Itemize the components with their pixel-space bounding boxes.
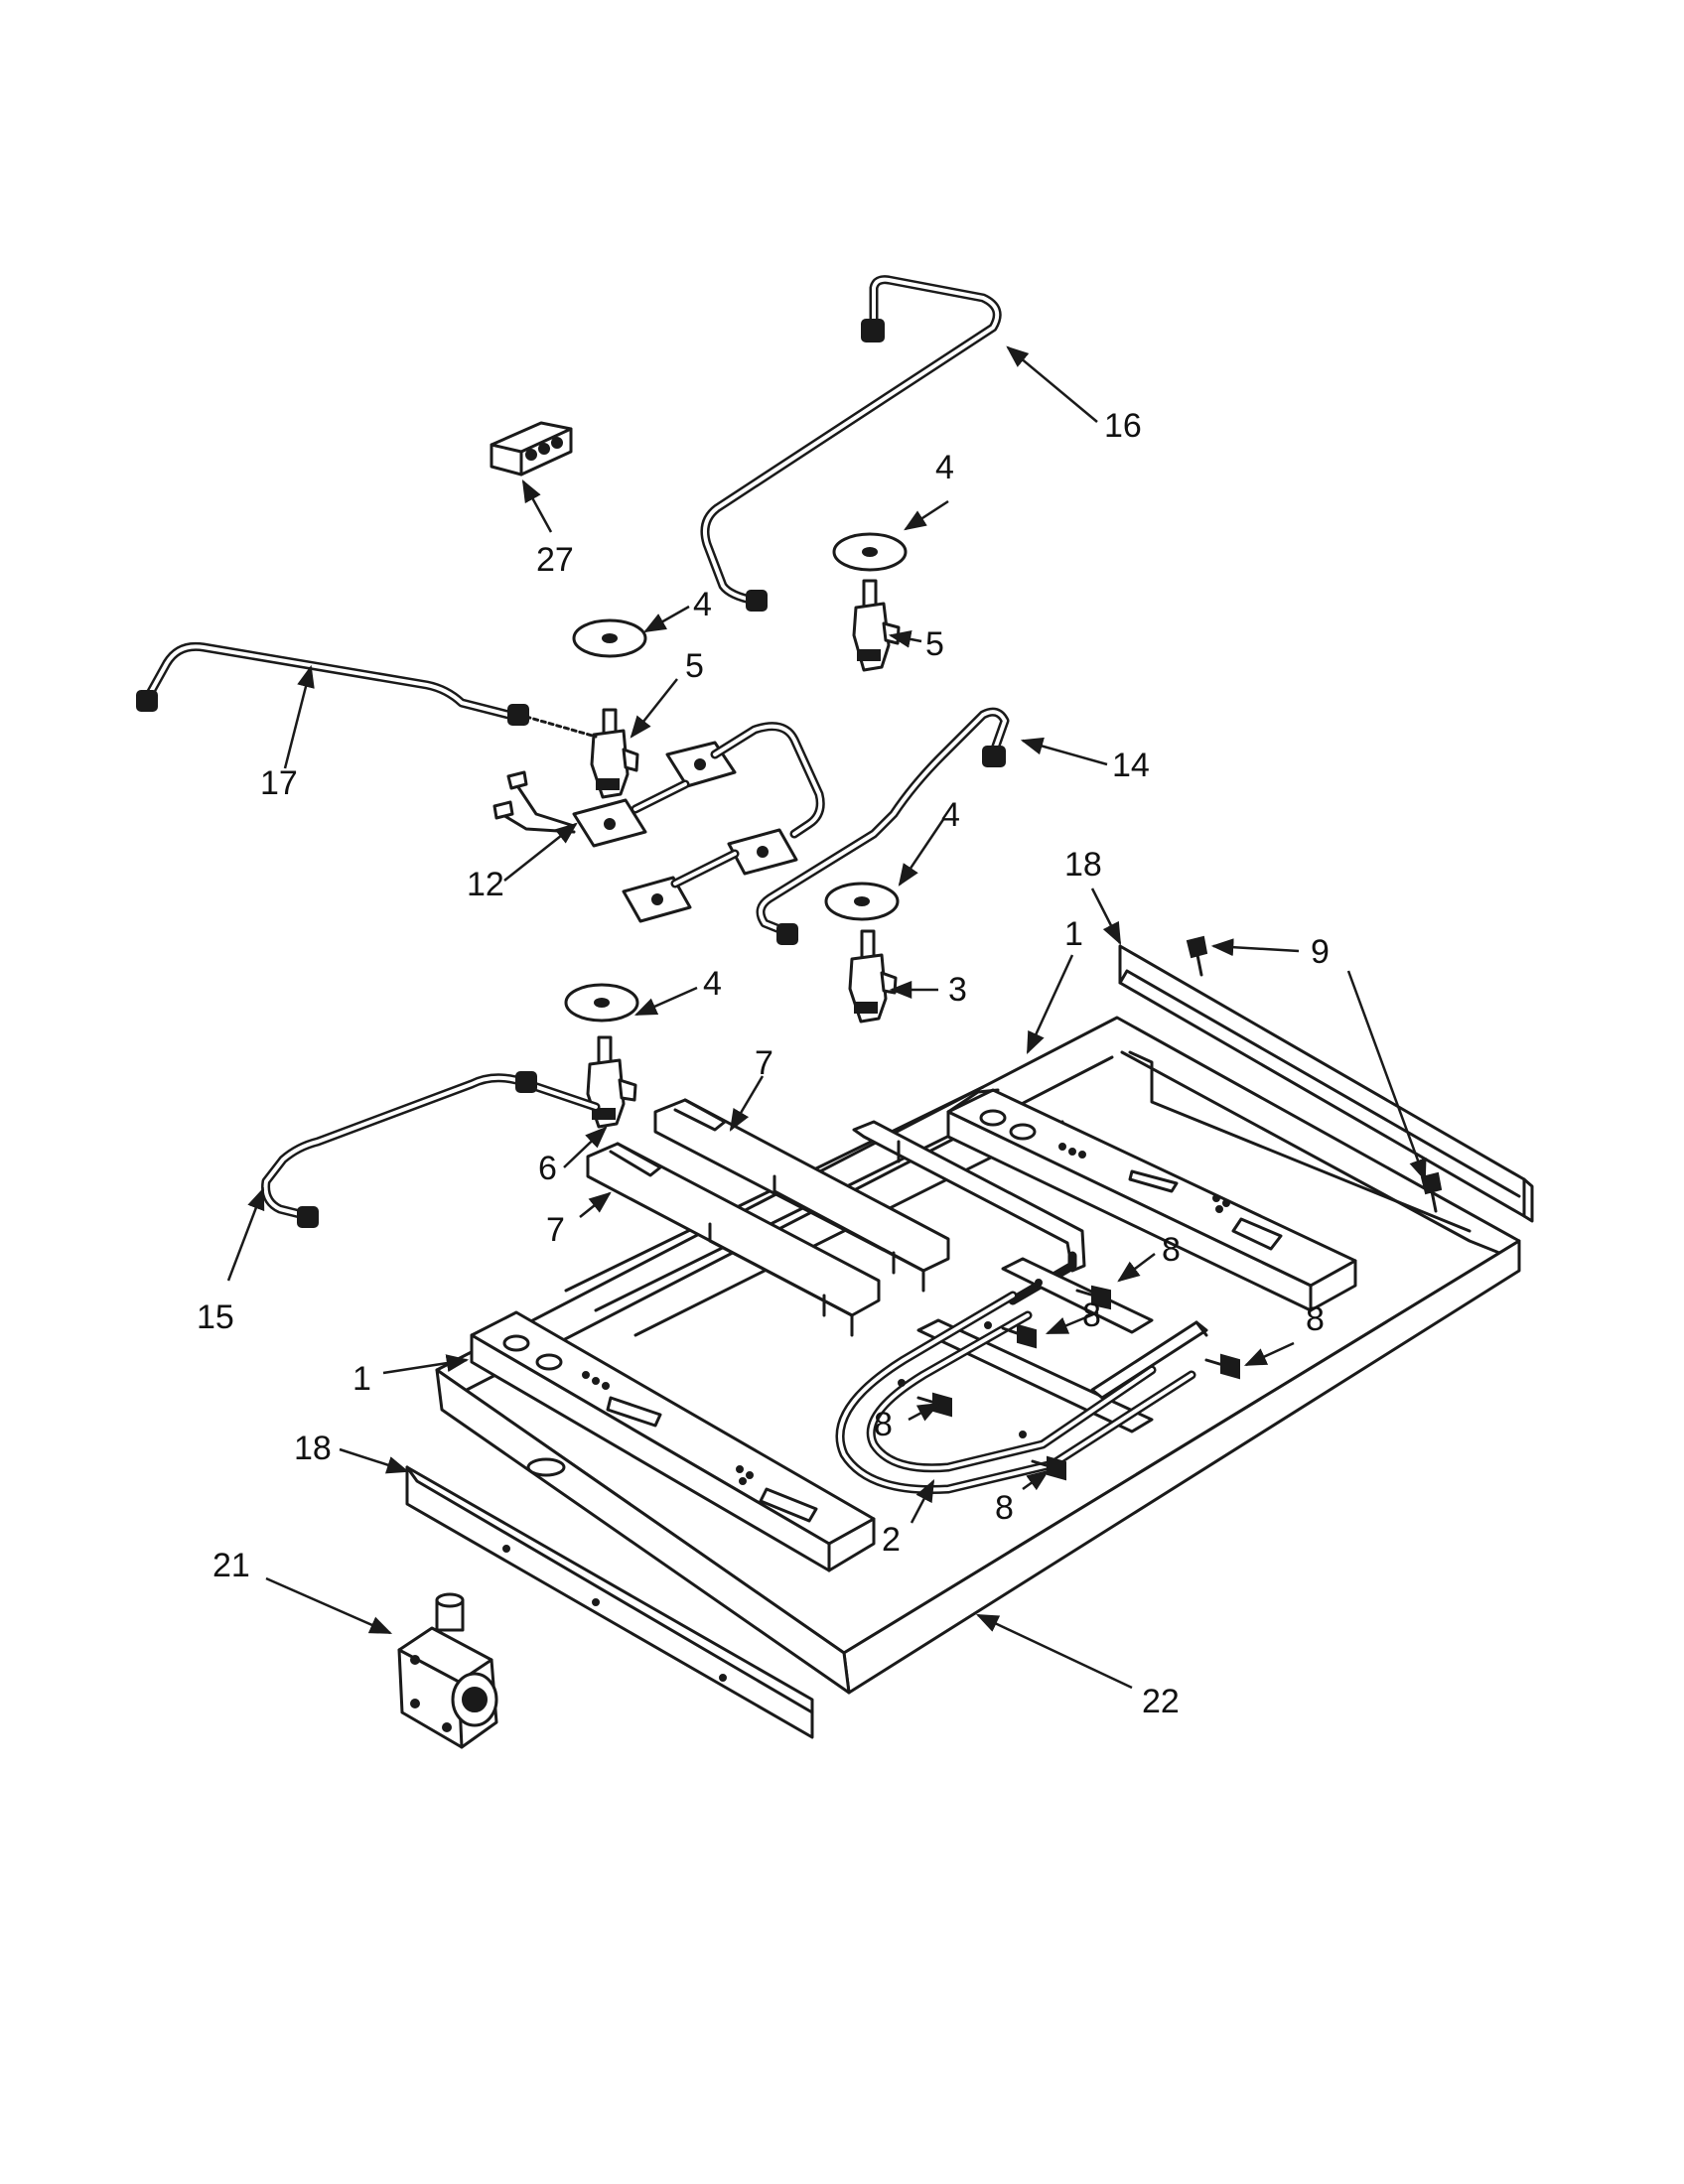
burner-valve-5-left xyxy=(590,708,639,799)
callout-1-right: 1 xyxy=(1064,915,1083,953)
bracket-7-lower xyxy=(586,1142,881,1337)
igniter-harness-12 xyxy=(492,722,825,923)
burner-valve-3 xyxy=(848,929,898,1024)
callout-27: 27 xyxy=(536,541,574,579)
burner-valve-5-right xyxy=(852,579,901,672)
gas-tube-14 xyxy=(756,707,1010,945)
callout-17: 17 xyxy=(260,764,298,802)
screw-8-c xyxy=(1204,1353,1240,1380)
screw-8-a xyxy=(1075,1285,1111,1310)
callout-21: 21 xyxy=(212,1547,250,1584)
callout-4-top-right: 4 xyxy=(935,449,954,486)
callout-6: 6 xyxy=(538,1150,557,1187)
washer-4-middle-right xyxy=(824,882,900,921)
callout-8-b: 8 xyxy=(1082,1297,1101,1334)
callout-5-left: 5 xyxy=(685,647,704,685)
washer-4-top-right xyxy=(832,532,908,572)
burner-frame-2 xyxy=(835,1120,1208,1495)
callout-8-a: 8 xyxy=(1162,1231,1181,1269)
leader-lines xyxy=(226,345,1427,1690)
callout-12: 12 xyxy=(467,866,504,903)
callout-2: 2 xyxy=(882,1521,901,1559)
burner-valve-6 xyxy=(586,1035,637,1129)
burner-support-1-right xyxy=(946,1088,1357,1312)
callout-8-e: 8 xyxy=(995,1489,1014,1527)
washer-4-upper-left xyxy=(572,618,647,658)
gas-tube-16 xyxy=(700,275,1002,612)
callout-18-left: 18 xyxy=(294,1430,332,1467)
callout-15: 15 xyxy=(197,1298,234,1336)
callout-22: 22 xyxy=(1142,1683,1180,1720)
screw-8-b xyxy=(1001,1323,1037,1349)
callout-8-c: 8 xyxy=(1306,1300,1325,1338)
callout-labels: 16 27 4 5 4 5 17 14 12 4 18 1 9 3 4 7 6 … xyxy=(197,407,1330,1720)
callout-9: 9 xyxy=(1311,933,1330,971)
callout-4-lower-left: 4 xyxy=(703,965,722,1003)
washer-4-lower-left xyxy=(564,983,639,1023)
callout-7-lower: 7 xyxy=(546,1211,565,1249)
screw-8-e xyxy=(1031,1455,1066,1481)
ignition-switch-27 xyxy=(490,421,573,477)
screw-9-a xyxy=(1186,935,1208,977)
burner-support-1-left xyxy=(470,1310,876,1572)
gas-tube-17 xyxy=(136,641,598,739)
callout-1-left: 1 xyxy=(352,1360,371,1398)
callout-5-right: 5 xyxy=(925,625,944,663)
callout-18-right: 18 xyxy=(1064,846,1102,884)
side-rail-18-left xyxy=(405,1465,814,1739)
callout-3: 3 xyxy=(948,971,967,1009)
bracket-7-upper xyxy=(653,1098,950,1293)
pressure-regulator-21 xyxy=(397,1592,498,1749)
gas-tube-15 xyxy=(261,1071,601,1228)
callout-4-upper-left: 4 xyxy=(693,586,712,623)
callout-7-upper: 7 xyxy=(755,1044,773,1082)
callout-14: 14 xyxy=(1112,747,1150,784)
callout-4-middle-right: 4 xyxy=(941,796,960,834)
side-rail-18-right xyxy=(1118,944,1534,1223)
screw-9-b xyxy=(1420,1171,1443,1213)
callout-8-d: 8 xyxy=(874,1406,893,1443)
callout-16: 16 xyxy=(1104,407,1142,445)
